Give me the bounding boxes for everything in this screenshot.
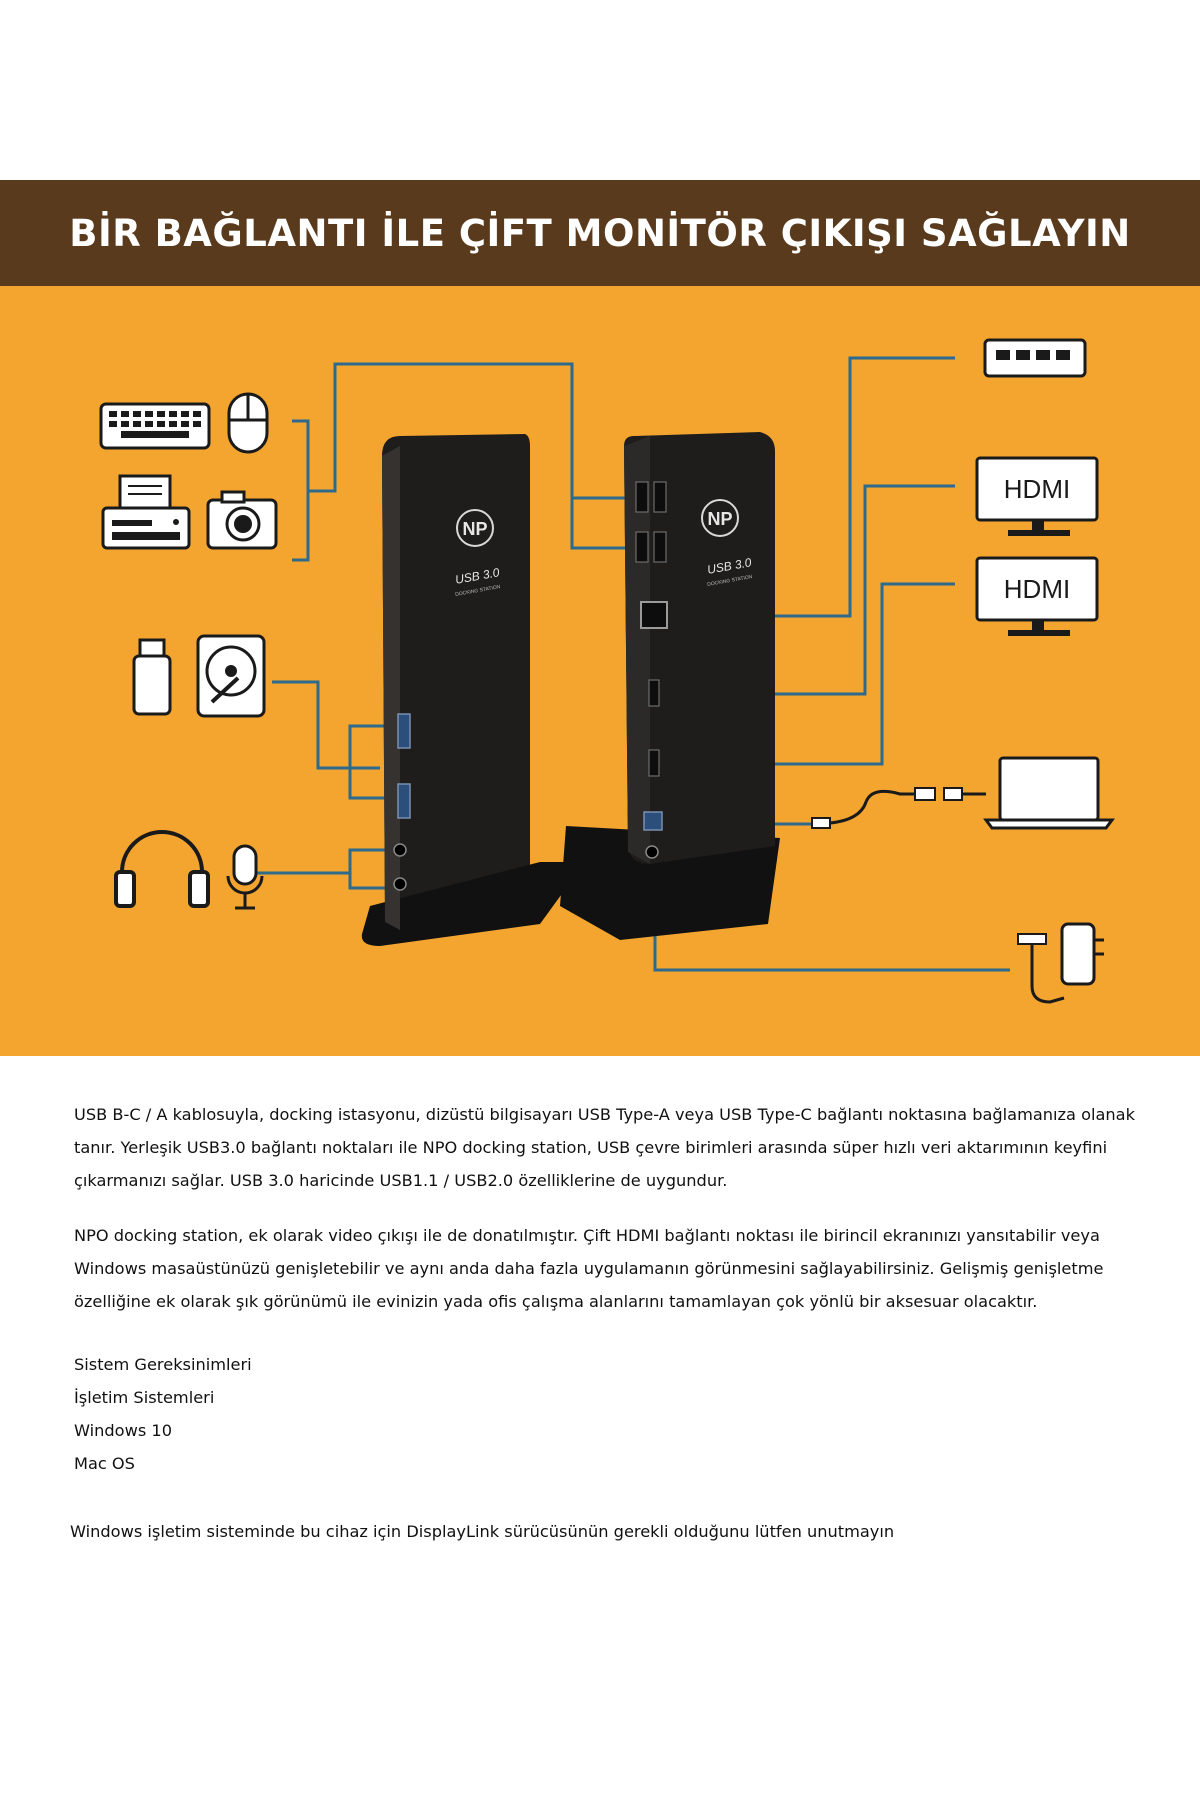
front-audio-port-1 xyxy=(393,843,407,857)
keyboard-icon xyxy=(99,402,211,450)
requirements-os-mac: Mac OS xyxy=(74,1454,135,1473)
mouse-icon xyxy=(227,392,269,454)
front-usb-port-1 xyxy=(397,713,411,749)
front-logo: NP xyxy=(462,519,487,539)
hdmi-monitor-1-label: HDMI xyxy=(1004,474,1070,504)
description: USB B-C / A kablosuyla, docking istasyon… xyxy=(74,1098,1164,1480)
front-usb-port-2 xyxy=(397,783,411,819)
back-usb-b-port xyxy=(643,811,663,831)
connection-diagram: NP USB 3.0 DOCKING STATION NP USB 3.0 DO… xyxy=(0,286,1200,1056)
laptop-icon xyxy=(983,756,1115,830)
back-ethernet-port xyxy=(640,601,668,629)
usb-cable-icon xyxy=(811,787,986,829)
diagram-svg: NP USB 3.0 DOCKING STATION NP USB 3.0 DO… xyxy=(99,338,1115,1004)
back-hdmi-port-2 xyxy=(648,749,660,777)
camera-icon xyxy=(206,490,278,550)
requirements-os-heading: İşletim Sistemleri xyxy=(74,1388,215,1407)
requirements-list: Sistem Gereksinimleri İşletim Sistemleri… xyxy=(74,1348,1164,1480)
requirements-heading: Sistem Gereksinimleri xyxy=(74,1355,252,1374)
ethernet-switch-icon xyxy=(983,338,1087,378)
printer-icon xyxy=(101,474,191,550)
headphones-icon xyxy=(114,830,210,908)
hdmi-monitor-icon: HDMI xyxy=(975,456,1099,536)
back-power-port xyxy=(645,845,659,859)
back-logo: NP xyxy=(707,509,732,529)
driver-note: Windows işletim sisteminde bu cihaz için… xyxy=(70,1522,895,1541)
dock-front: NP USB 3.0 DOCKING STATION xyxy=(361,434,585,946)
paragraph-usb: USB B-C / A kablosuyla, docking istasyon… xyxy=(74,1105,1135,1190)
hdmi-monitor-2-label: HDMI xyxy=(1004,574,1070,604)
back-hdmi-port-1 xyxy=(648,679,660,707)
requirements-os-windows: Windows 10 xyxy=(74,1421,173,1440)
page-title: BİR BAĞLANTI İLE ÇİFT MONİTÖR ÇIKIŞI SAĞ… xyxy=(69,211,1131,255)
hdmi-monitor-icon: HDMI xyxy=(975,556,1099,636)
title-banner: BİR BAĞLANTI İLE ÇİFT MONİTÖR ÇIKIŞI SAĞ… xyxy=(0,180,1200,286)
usb-stick-icon xyxy=(132,638,172,716)
microphone-icon xyxy=(226,844,264,910)
back-usb-ports xyxy=(635,481,667,563)
paragraph-video: NPO docking station, ek olarak video çık… xyxy=(74,1226,1104,1311)
power-adapter-icon xyxy=(1017,922,1104,1004)
dock-back: NP USB 3.0 DOCKING STATION xyxy=(560,432,780,940)
hard-drive-icon xyxy=(196,634,266,718)
front-audio-port-2 xyxy=(393,877,407,891)
